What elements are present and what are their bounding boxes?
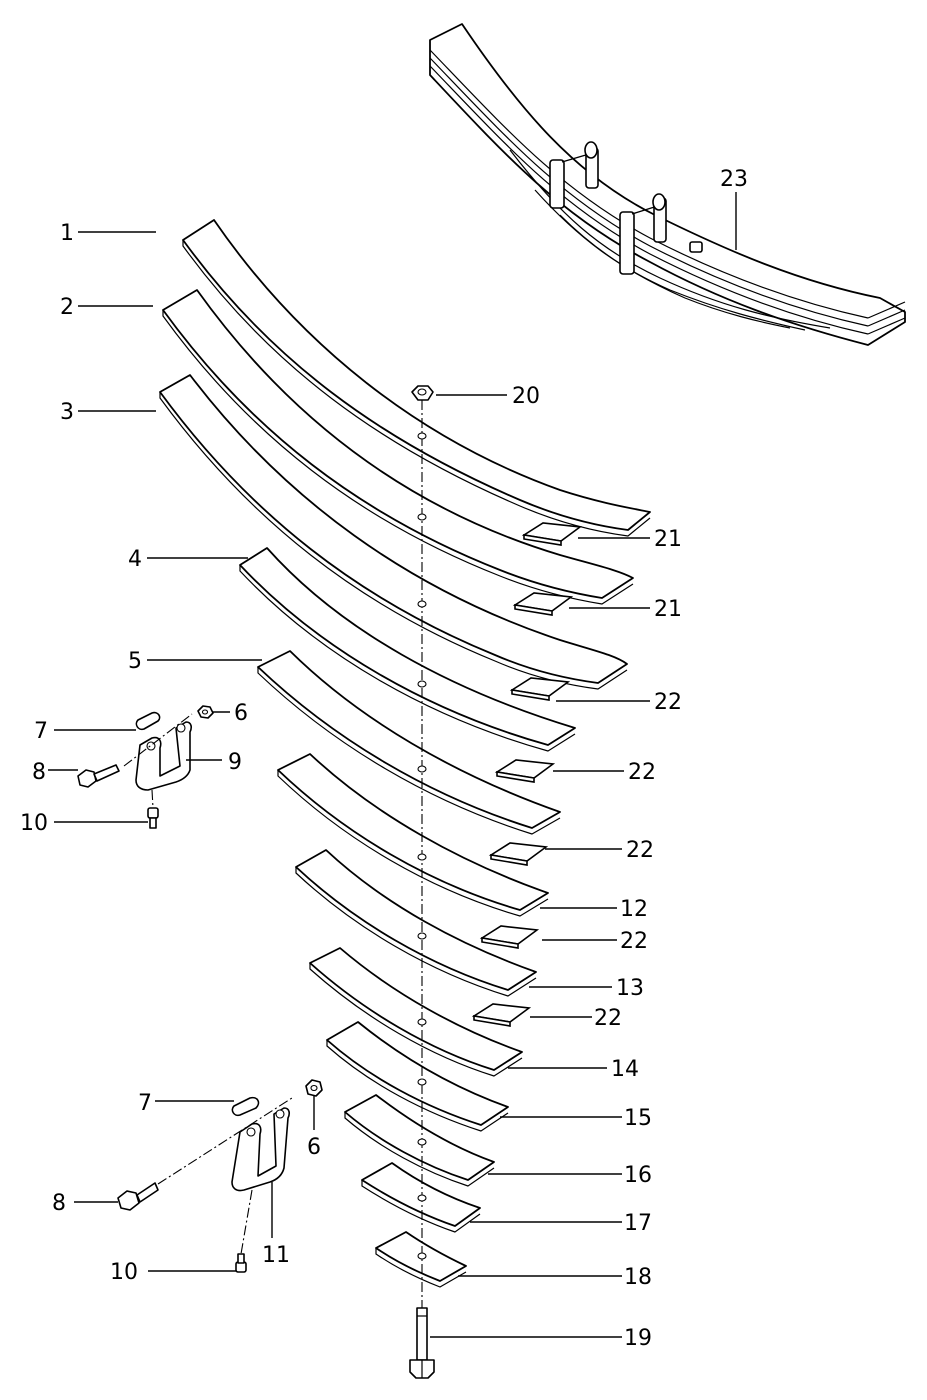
callout-16: 16 — [624, 1163, 652, 1188]
leaf-5[interactable] — [257, 650, 561, 835]
callout-1: 1 — [60, 221, 74, 246]
center-bolt-19[interactable] — [409, 1307, 435, 1379]
axis-lower-bolt — [157, 1097, 293, 1185]
callout-18: 18 — [624, 1265, 652, 1290]
callout-20: 20 — [512, 384, 540, 409]
callout-19: 19 — [624, 1326, 652, 1351]
pin-7-upper[interactable] — [135, 711, 161, 731]
pad-22-a[interactable] — [509, 677, 571, 701]
callout-23: 23 — [720, 167, 748, 192]
callout-22-c: 22 — [626, 838, 654, 863]
screw-10-lower[interactable] — [235, 1253, 247, 1273]
nut-20[interactable] — [411, 385, 434, 401]
pin-7-lower[interactable] — [231, 1096, 260, 1117]
clip-9-upper[interactable] — [135, 721, 192, 791]
callout-labels: 1 2 3 4 5 23 20 21 21 22 22 22 12 22 13 … — [20, 167, 748, 1351]
clip-11-lower[interactable] — [231, 1107, 290, 1192]
pad-21-lower[interactable] — [512, 592, 574, 616]
callout-2: 2 — [60, 295, 74, 320]
nut-6-lower[interactable] — [305, 1079, 323, 1097]
callout-4: 4 — [128, 547, 142, 572]
bolt-8-upper[interactable] — [77, 764, 120, 788]
callout-17: 17 — [624, 1211, 652, 1236]
axis-lower-screw — [240, 1189, 253, 1255]
leaf-4[interactable] — [239, 547, 576, 752]
callout-22-e: 22 — [594, 1006, 622, 1031]
callout-3: 3 — [60, 400, 74, 425]
callout-14: 14 — [611, 1057, 639, 1082]
nut-6-upper[interactable] — [197, 705, 214, 719]
rebound-clip-front — [549, 141, 599, 209]
leader-lines — [48, 192, 737, 1338]
callout-7-lower: 7 — [138, 1091, 152, 1116]
pad-22-c[interactable] — [488, 842, 549, 866]
center-holes — [417, 432, 427, 1260]
callout-8-lower: 8 — [52, 1191, 66, 1216]
leaf-13[interactable] — [295, 849, 537, 997]
center-nut — [689, 241, 703, 253]
pad-22-b[interactable] — [494, 759, 556, 783]
callout-11: 11 — [262, 1243, 290, 1268]
pad-21-upper[interactable] — [521, 522, 583, 546]
pad-22-e[interactable] — [471, 1003, 532, 1027]
callout-10-upper: 10 — [20, 811, 48, 836]
callout-6-lower: 6 — [307, 1135, 321, 1160]
leaf-12[interactable] — [277, 753, 549, 917]
leaf-14[interactable] — [309, 947, 523, 1077]
rebound-clip-rear — [619, 193, 667, 275]
axis-upper-screw — [151, 789, 154, 809]
callout-22-d: 22 — [620, 929, 648, 954]
screw-10-upper[interactable] — [147, 807, 159, 829]
leaf-15[interactable] — [326, 1021, 509, 1132]
callout-21-lower: 21 — [654, 597, 682, 622]
assembled-leaf-spring[interactable] — [429, 23, 906, 346]
callout-8-upper: 8 — [32, 760, 46, 785]
leaf-1[interactable] — [182, 219, 651, 537]
callout-15: 15 — [624, 1106, 652, 1131]
callout-13: 13 — [616, 976, 644, 1001]
leaf-16[interactable] — [344, 1094, 495, 1187]
callout-22-b: 22 — [628, 760, 656, 785]
callout-10-lower: 10 — [110, 1260, 138, 1285]
callout-7-upper: 7 — [34, 719, 48, 744]
callout-9: 9 — [228, 750, 242, 775]
callout-12: 12 — [620, 897, 648, 922]
callout-22-a: 22 — [654, 690, 682, 715]
axis-upper-bolt — [123, 713, 193, 767]
callout-6-upper: 6 — [234, 701, 248, 726]
callout-21-upper: 21 — [654, 527, 682, 552]
bolt-8-lower[interactable] — [117, 1182, 159, 1211]
callout-5: 5 — [128, 649, 142, 674]
pad-22-d[interactable] — [479, 925, 540, 949]
